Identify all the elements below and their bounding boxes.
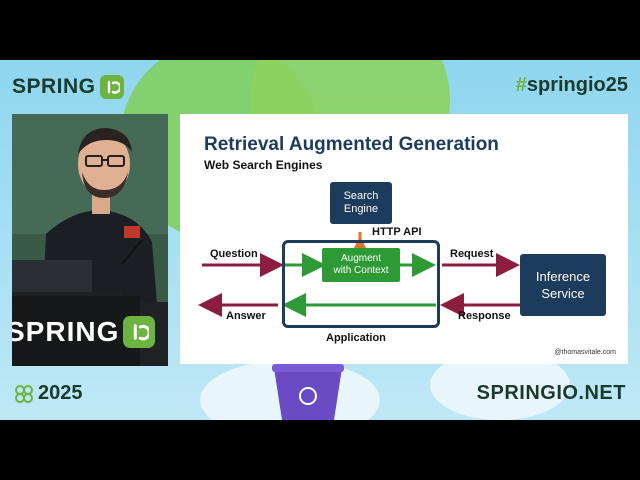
event-hashtag: #springio25 [515, 74, 628, 96]
response-label: Response [458, 310, 511, 322]
question-label: Question [210, 248, 258, 260]
slide-title: Retrieval Augmented Generation [204, 134, 499, 155]
spring-logo: SPRING [12, 74, 124, 100]
slide-credit: @thomasvitale.com [554, 349, 616, 356]
http-api-label: HTTP API [372, 226, 422, 238]
slide-subtitle: Web Search Engines [204, 158, 323, 172]
balloon-icon [272, 364, 344, 420]
answer-label: Answer [226, 310, 266, 322]
spring-power-icon [99, 75, 124, 99]
podium-logo: SPRING [12, 316, 156, 348]
conference-stage-frame: SPRING #springio25 [0, 60, 640, 420]
podium-power-icon [123, 316, 156, 348]
brand-word: SPRING [12, 75, 96, 98]
event-website[interactable]: SPRINGIO.NET [476, 382, 626, 404]
letterbox-top [0, 0, 640, 60]
application-label: Application [326, 332, 386, 344]
request-label: Request [450, 248, 494, 260]
event-year: 2025 [14, 382, 83, 405]
letterbox-bottom [0, 420, 640, 480]
speaker-video-panel: SPRING [12, 114, 168, 366]
podium-brand-word: SPRING [12, 316, 120, 347]
presentation-slide: Retrieval Augmented Generation Web Searc… [180, 114, 628, 364]
application-frame [282, 240, 440, 328]
spring-flower-icon [15, 384, 33, 403]
speaker-video-illustration [12, 114, 168, 366]
